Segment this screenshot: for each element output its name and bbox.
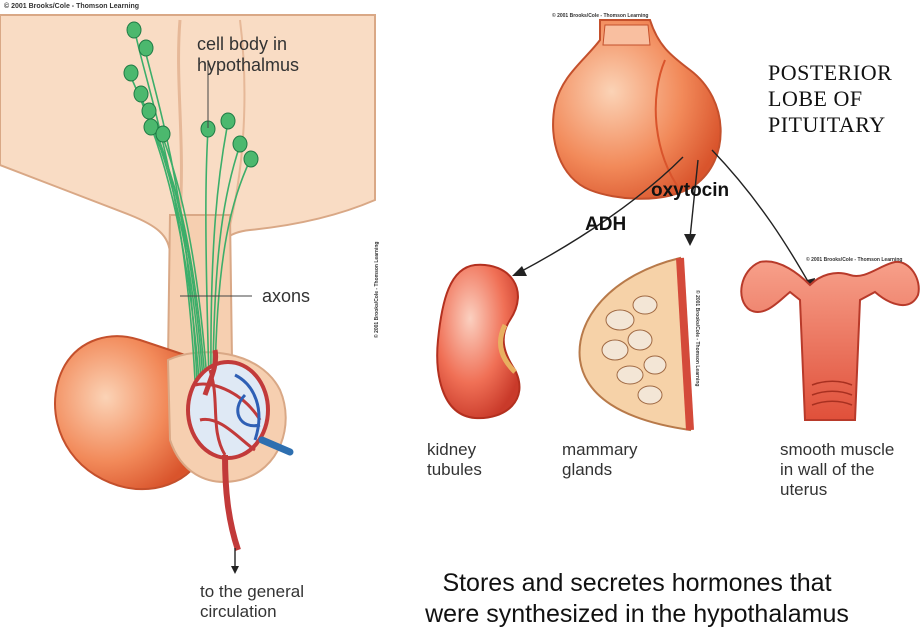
uterus-label: smooth muscle in wall of the uterus [780,440,894,500]
circulation-label: to the general circulation [200,582,304,622]
adh-label: ADH [585,214,626,236]
axons-label: axons [262,286,310,306]
copyright-top: © 2001 Brooks/Cole - Thomson Learning [552,13,648,19]
circulation-arrowhead [231,566,239,574]
cell-body-label: cell body in hypothalmus [197,34,299,76]
mammary-label: mammary glands [562,440,638,480]
copyright-left: © 2001 Brooks/Cole - Thomson Learning [4,3,139,10]
kidney-label: kidney tubules [427,440,482,480]
copyright-uterus: © 2001 Brooks/Cole - Thomson Learning [806,257,902,263]
copyright-gland: © 2001 Brooks/Cole - Thomson Learning [694,290,700,386]
pituitary-gland-illustration [553,20,721,199]
oxytocin-label: oxytocin [651,180,729,202]
mammary-gland-illustration [580,258,690,430]
uterus-illustration [741,261,918,420]
posterior-lobe-label: POSTERIOR LOBE OF PITUITARY [768,60,892,138]
copyright-kidney: © 2001 Brooks/Cole - Thomson Learning [374,242,380,338]
kidney-illustration [437,265,519,418]
hypothalamus-pituitary-illustration [0,15,375,574]
bottom-caption: Stores and secretes hormones that were s… [352,568,922,630]
